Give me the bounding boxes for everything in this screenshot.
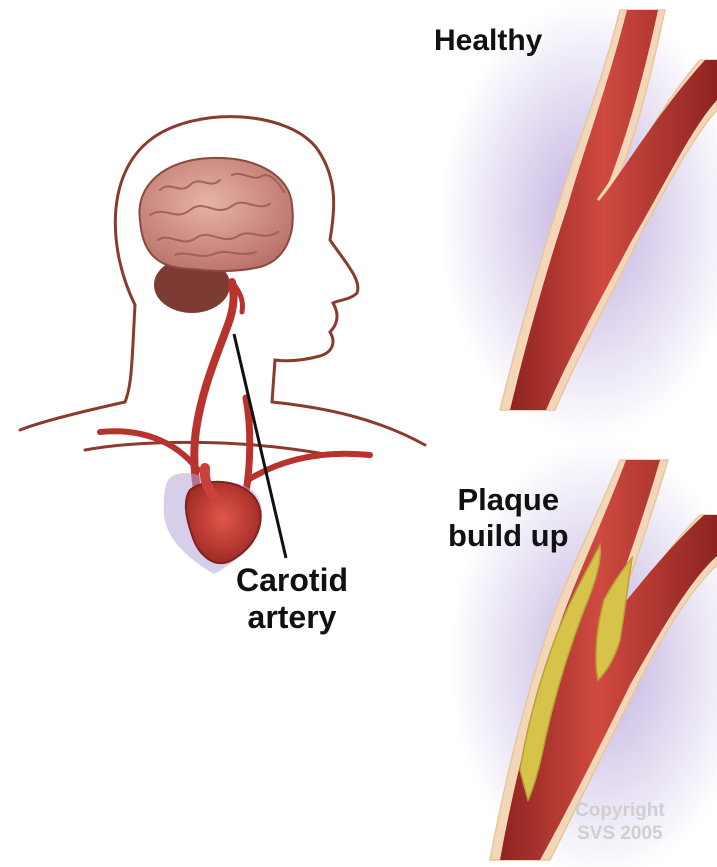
plaque-label-line1: Plaque [448,482,569,518]
copyright-line2: SVS 2005 [575,823,665,846]
healthy-label: Healthy [434,24,542,59]
carotid-artery-label: Carotid artery [236,562,348,636]
carotid-label-line1: Carotid [236,562,348,599]
copyright-watermark: Copyright SVS 2005 [575,800,665,846]
plaque-build-up-label: Plaque build up [448,482,569,553]
plaque-label-line2: build up [448,518,569,554]
copyright-line1: Copyright [575,800,665,823]
neck-arteries [100,282,370,500]
brain [139,158,292,313]
carotid-label-line2: artery [236,599,348,636]
healthy-artery [440,0,717,440]
